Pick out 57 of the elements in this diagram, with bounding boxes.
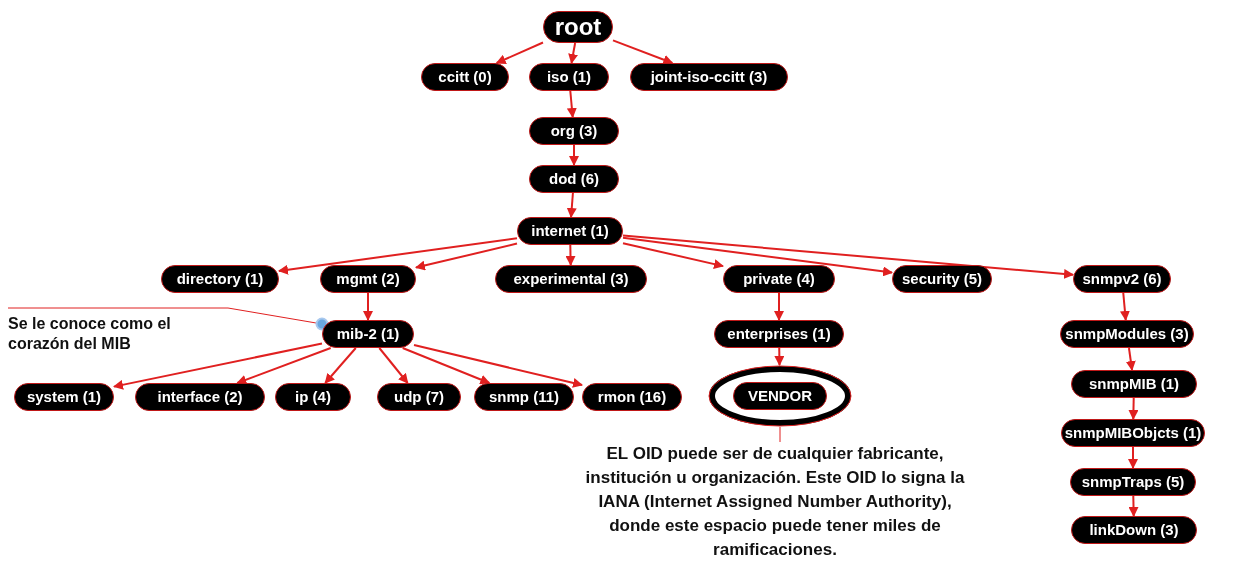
tree-node: iso (1) <box>529 63 609 91</box>
tree-node: root <box>543 11 613 43</box>
arrow <box>1128 446 1138 469</box>
arrow <box>568 42 579 64</box>
tree-node: mib-2 (1) <box>322 320 414 348</box>
tree-node: enterprises (1) <box>714 320 844 348</box>
arrow <box>1125 347 1136 371</box>
arrow <box>774 292 784 321</box>
arrow <box>622 236 893 277</box>
arrow <box>566 192 577 218</box>
tree-node: interface (2) <box>135 383 265 411</box>
tree-node: security (5) <box>892 265 992 293</box>
leader-line <box>7 307 329 331</box>
tree-node: snmpTraps (5) <box>1070 468 1196 496</box>
tree-node: dod (6) <box>529 165 619 193</box>
tree-node: internet (1) <box>517 217 623 245</box>
tree-node: udp (7) <box>377 383 461 411</box>
tree-node: directory (1) <box>161 265 279 293</box>
arrow <box>495 41 544 64</box>
tree-node: VENDOR <box>733 382 827 410</box>
arrow <box>378 347 409 384</box>
arrow <box>774 347 785 366</box>
arrow <box>622 242 724 269</box>
tree-node: rmon (16) <box>582 383 682 411</box>
tree-node: ip (4) <box>275 383 351 411</box>
arrow <box>1128 397 1139 420</box>
arrow <box>415 242 518 271</box>
tree-node: experimental (3) <box>495 265 647 293</box>
arrow <box>236 347 332 385</box>
arrow <box>278 237 518 275</box>
tree-node: snmpMIB (1) <box>1071 370 1197 398</box>
arrow <box>113 342 323 390</box>
tree-node: joint-iso-ccitt (3) <box>630 63 788 91</box>
arrow <box>569 144 579 166</box>
tree-node: snmpMIBObjcts (1) <box>1061 419 1205 447</box>
arrow <box>363 292 373 321</box>
tree-node: ccitt (0) <box>421 63 509 91</box>
tree-node: system (1) <box>14 383 114 411</box>
tree-node: snmpModules (3) <box>1060 320 1194 348</box>
arrow <box>612 39 674 65</box>
tree-node: linkDown (3) <box>1071 516 1197 544</box>
arrow <box>401 347 491 385</box>
note-text: Se le conoce como el corazón del MIB <box>8 314 208 354</box>
arrow <box>622 234 1074 279</box>
arrow <box>566 90 577 118</box>
tree-node: mgmt (2) <box>320 265 416 293</box>
arrow <box>565 244 576 266</box>
tree-node: snmpv2 (6) <box>1073 265 1171 293</box>
tree-node: snmp (11) <box>474 383 574 411</box>
arrow <box>324 347 357 384</box>
arrow <box>1119 292 1130 321</box>
tree-node: org (3) <box>529 117 619 145</box>
arrow <box>1128 495 1139 517</box>
note-paragraph: EL OID puede ser de cualquier fabricante, institución u organización. Este OID lo signa la IANA (Internet Assigned Number Authority), donde este espacio puede tener miles de ramificaciones. <box>572 442 978 566</box>
leader-line <box>779 426 781 443</box>
arrow <box>413 344 583 388</box>
tree-node: private (4) <box>723 265 835 293</box>
